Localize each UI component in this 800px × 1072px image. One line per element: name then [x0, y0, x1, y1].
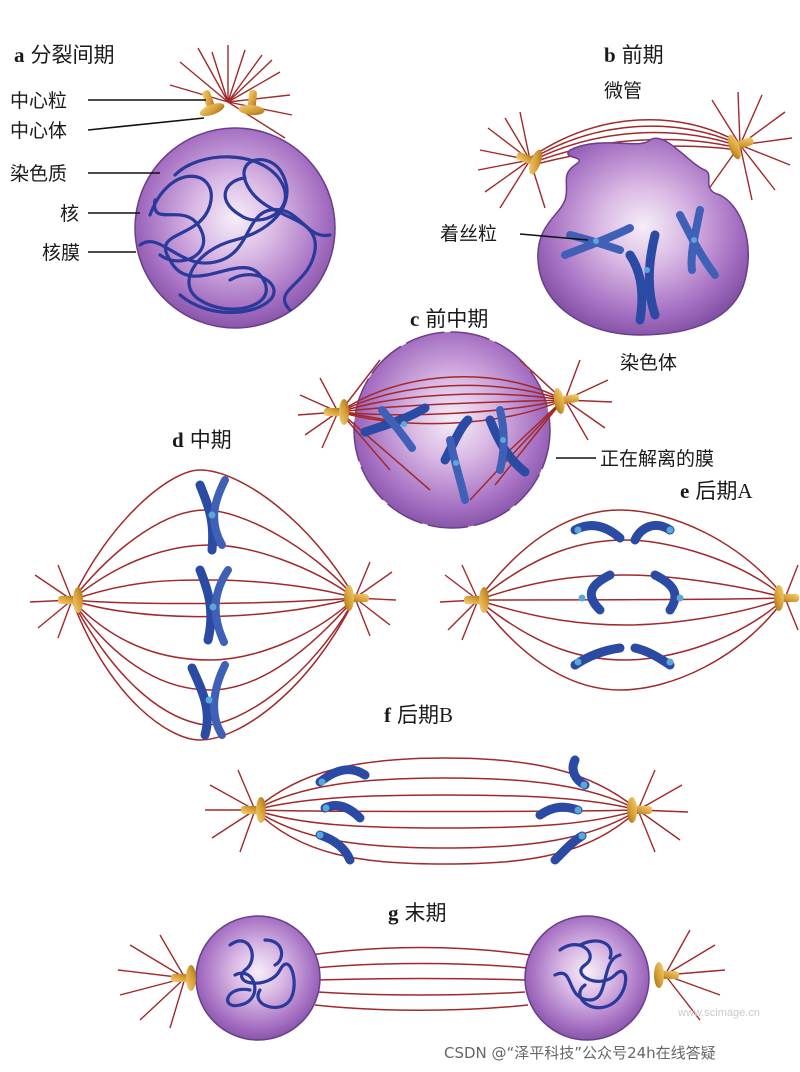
- telophase-midbody-fibers: [309, 946, 531, 1011]
- prophase-left-aster: [477, 111, 546, 209]
- prometaphase-nucleus: [353, 331, 551, 529]
- centrosome-icon: [464, 587, 489, 613]
- label-nucleus: 核: [60, 203, 79, 225]
- chromatin-tangle: [138, 155, 332, 314]
- label-chromosome: 染色体: [620, 352, 677, 374]
- centrosome-icon: [324, 399, 349, 425]
- anaphase-a-spindle: [477, 509, 786, 691]
- daughter-nucleus-left: [195, 915, 321, 1041]
- centrosome-icon: [774, 585, 799, 611]
- watermark: www.scimage.cn: [677, 1007, 760, 1019]
- label-nuclear-envelope: 核膜: [42, 242, 80, 264]
- anaphase-a-chromosomes: [570, 521, 684, 670]
- label-centriole: 中心粒: [10, 90, 67, 112]
- label-centrosome: 中心体: [10, 120, 67, 142]
- credit-text: CSDN @“泽平科技”公众号24h在线答疑: [444, 1044, 716, 1062]
- label-chromatin: 染色质: [10, 163, 67, 185]
- label-disintegrating-membrane: 正在解离的膜: [600, 448, 714, 470]
- prophase-right-aster: [707, 91, 793, 201]
- anaphase-b-asters: [205, 769, 689, 853]
- centrosome-icon: [241, 797, 266, 823]
- label-kinetochore: 着丝粒: [440, 223, 497, 245]
- prophase-chromosomes: [561, 206, 719, 325]
- interphase-aster: [169, 45, 293, 139]
- anaphase-b-chromosomes: [315, 755, 590, 865]
- centrosome-icon: [725, 127, 758, 161]
- centrosome-icon: [654, 962, 679, 988]
- anaphase-b-spindle: [254, 757, 639, 865]
- telophase-chromatin: [226, 938, 628, 1010]
- centrosome-icon: [512, 142, 545, 176]
- prometaphase-chromosomes: [360, 403, 530, 504]
- anaphase-a-asters: [439, 564, 799, 641]
- prophase-nucleus: [537, 137, 749, 336]
- centriole-icon: [192, 86, 226, 119]
- prometaphase-spindle: [339, 359, 564, 501]
- metaphase-chromosomes: [187, 476, 232, 740]
- centrosome-icon: [551, 384, 582, 415]
- centrosome-icon: [344, 585, 369, 611]
- label-microtubule: 微管: [604, 80, 642, 102]
- centrosome-icon: [627, 797, 652, 823]
